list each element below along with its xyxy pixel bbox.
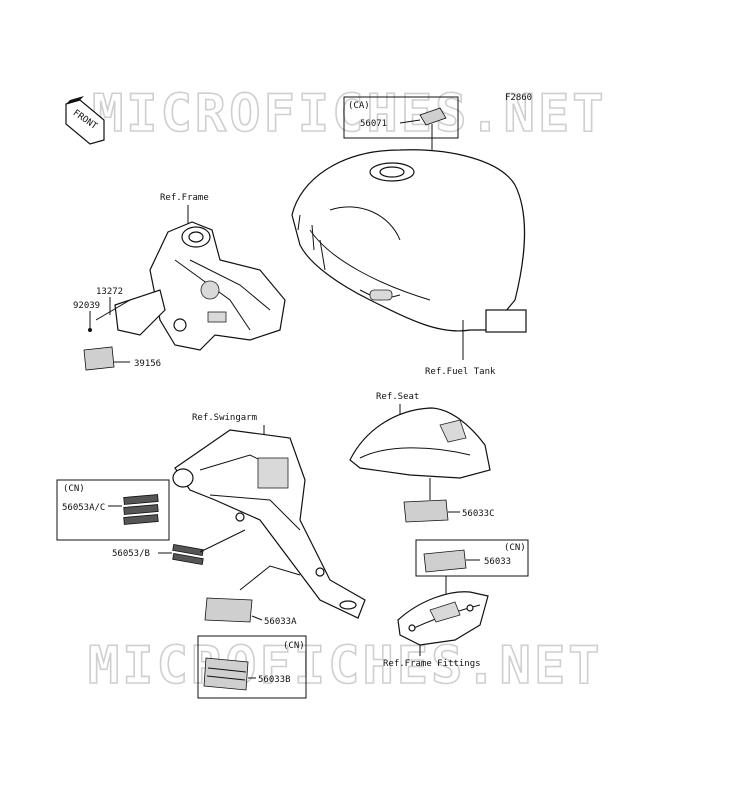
cn-box-56033b [197,635,307,699]
sticker-56033 [423,549,467,573]
part-39156: 39156 [134,359,161,369]
diagram-code: F2860 [505,93,532,103]
sticker-56033a [204,597,253,623]
ref-fuel-tank: Ref.Fuel Tank [425,367,496,377]
reflector-strips-56053b [172,543,204,566]
reflector-strips-56053ac [123,494,159,525]
ref-frame: Ref.Frame [160,193,209,203]
front-arrow-icon: FRONT [65,96,105,145]
part-56071: 56071 [360,119,387,129]
region-cn-1: (CN) [63,484,85,494]
seat [349,407,491,479]
ca-label-box [343,96,459,139]
sticker-56033b [203,657,249,691]
sticker-39156 [83,346,115,371]
part-56033b: 56033B [258,675,291,685]
fuel-tank [291,149,527,333]
region-ca: (CA) [348,101,370,111]
region-cn-3: (CN) [283,641,305,651]
ref-frame-fittings: Ref.Frame Fittings [383,659,481,669]
part-56053ac: 56053A/C [62,503,105,513]
part-13272: 13272 [96,287,123,297]
part-56033a: 56033A [264,617,297,627]
cn-box-56033 [415,539,529,577]
sticker-56033c [403,499,449,523]
region-cn-2: (CN) [504,543,526,553]
part-56033: 56033 [484,557,511,567]
part-92039: 92039 [73,301,100,311]
ref-swingarm: Ref.Swingarm [192,413,257,423]
sticker-56071 [419,107,447,126]
swingarm [172,429,366,619]
part-56033c: 56033C [462,509,495,519]
ref-seat: Ref.Seat [376,392,419,402]
cn-box-56053ac [56,479,170,541]
part-56053b: 56053/B [112,549,150,559]
frame [149,221,286,351]
frame-fittings [397,591,489,646]
watermark-bottom: MICROFICHES.NET [88,636,603,696]
watermark-top: MICROFICHES.NET [92,84,607,144]
